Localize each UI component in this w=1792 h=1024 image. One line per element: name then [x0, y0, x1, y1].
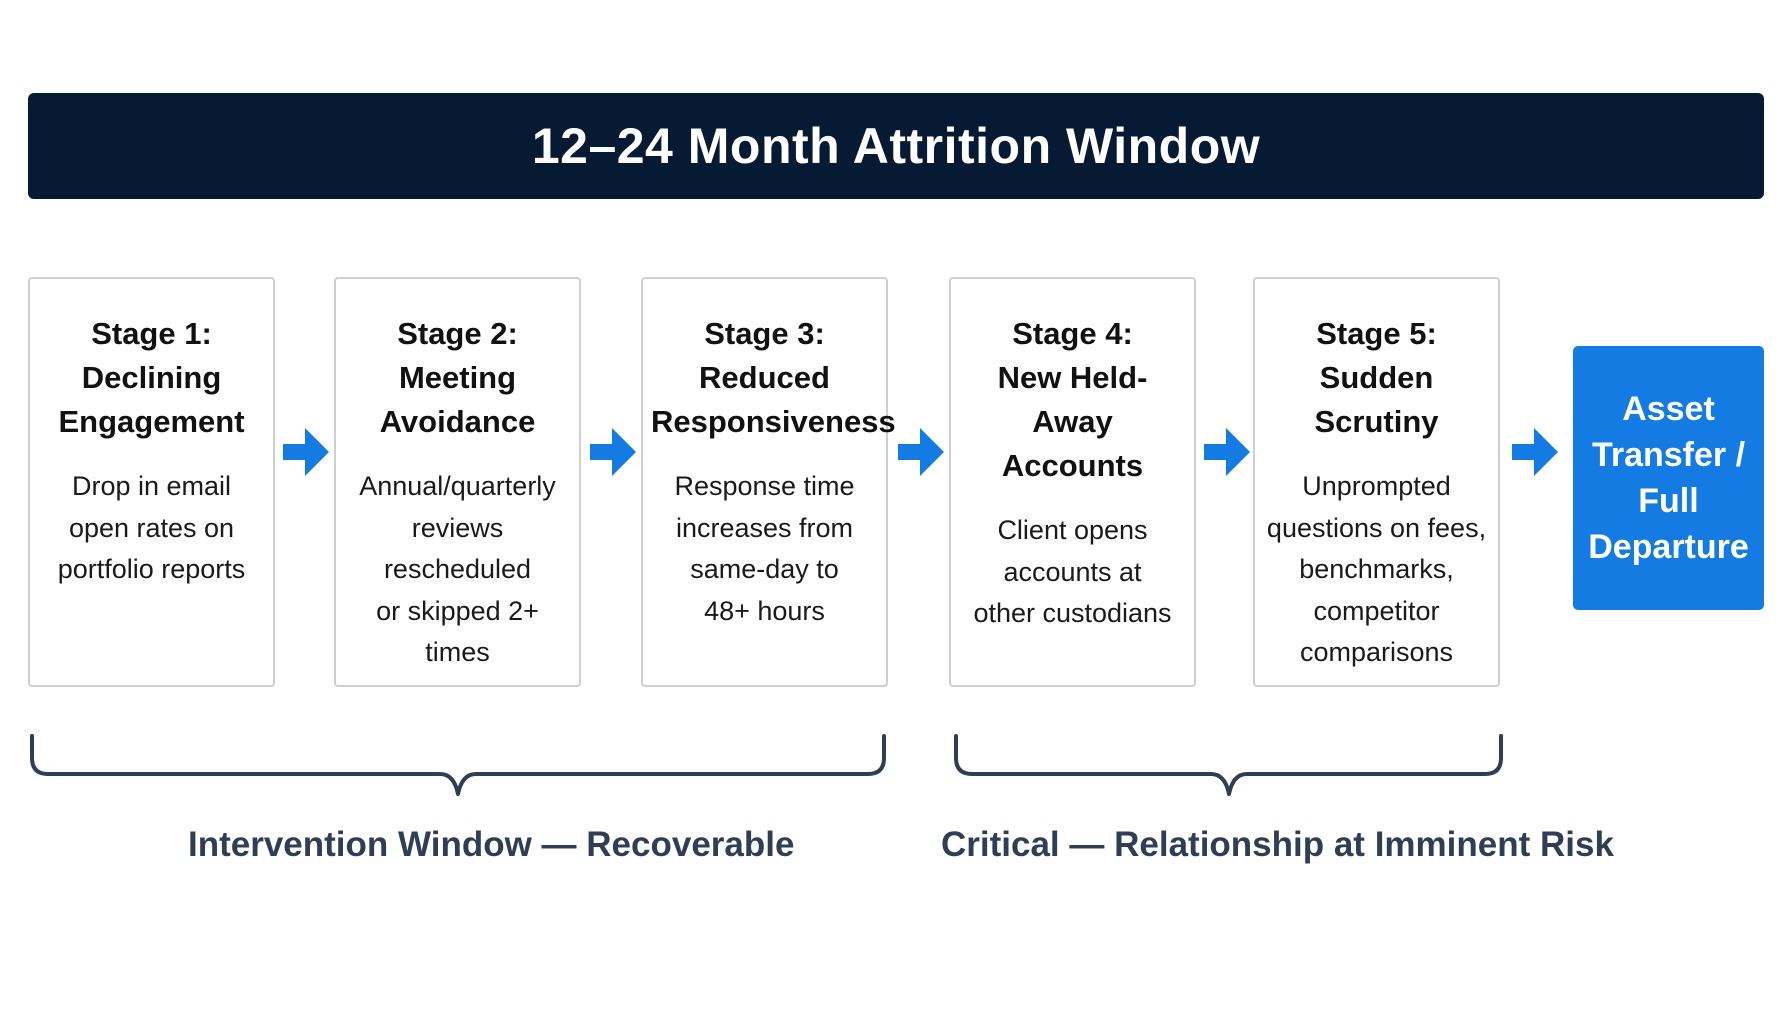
group-label-intervention: Intervention Window — Recoverable	[188, 825, 795, 864]
right-arrow-icon	[898, 428, 944, 476]
right-arrow-icon	[590, 428, 636, 476]
diagram-title: 12–24 Month Attrition Window	[531, 118, 1261, 174]
right-arrow-icon	[1204, 428, 1250, 476]
curly-brace-icon	[30, 734, 886, 796]
group-label-critical: Critical — Relationship at Imminent Risk	[941, 825, 1614, 864]
title-banner: 12–24 Month Attrition Window	[28, 93, 1764, 199]
curly-brace-icon	[954, 734, 1503, 796]
right-arrow-icon	[1512, 428, 1558, 476]
right-arrow-icon	[283, 428, 329, 476]
